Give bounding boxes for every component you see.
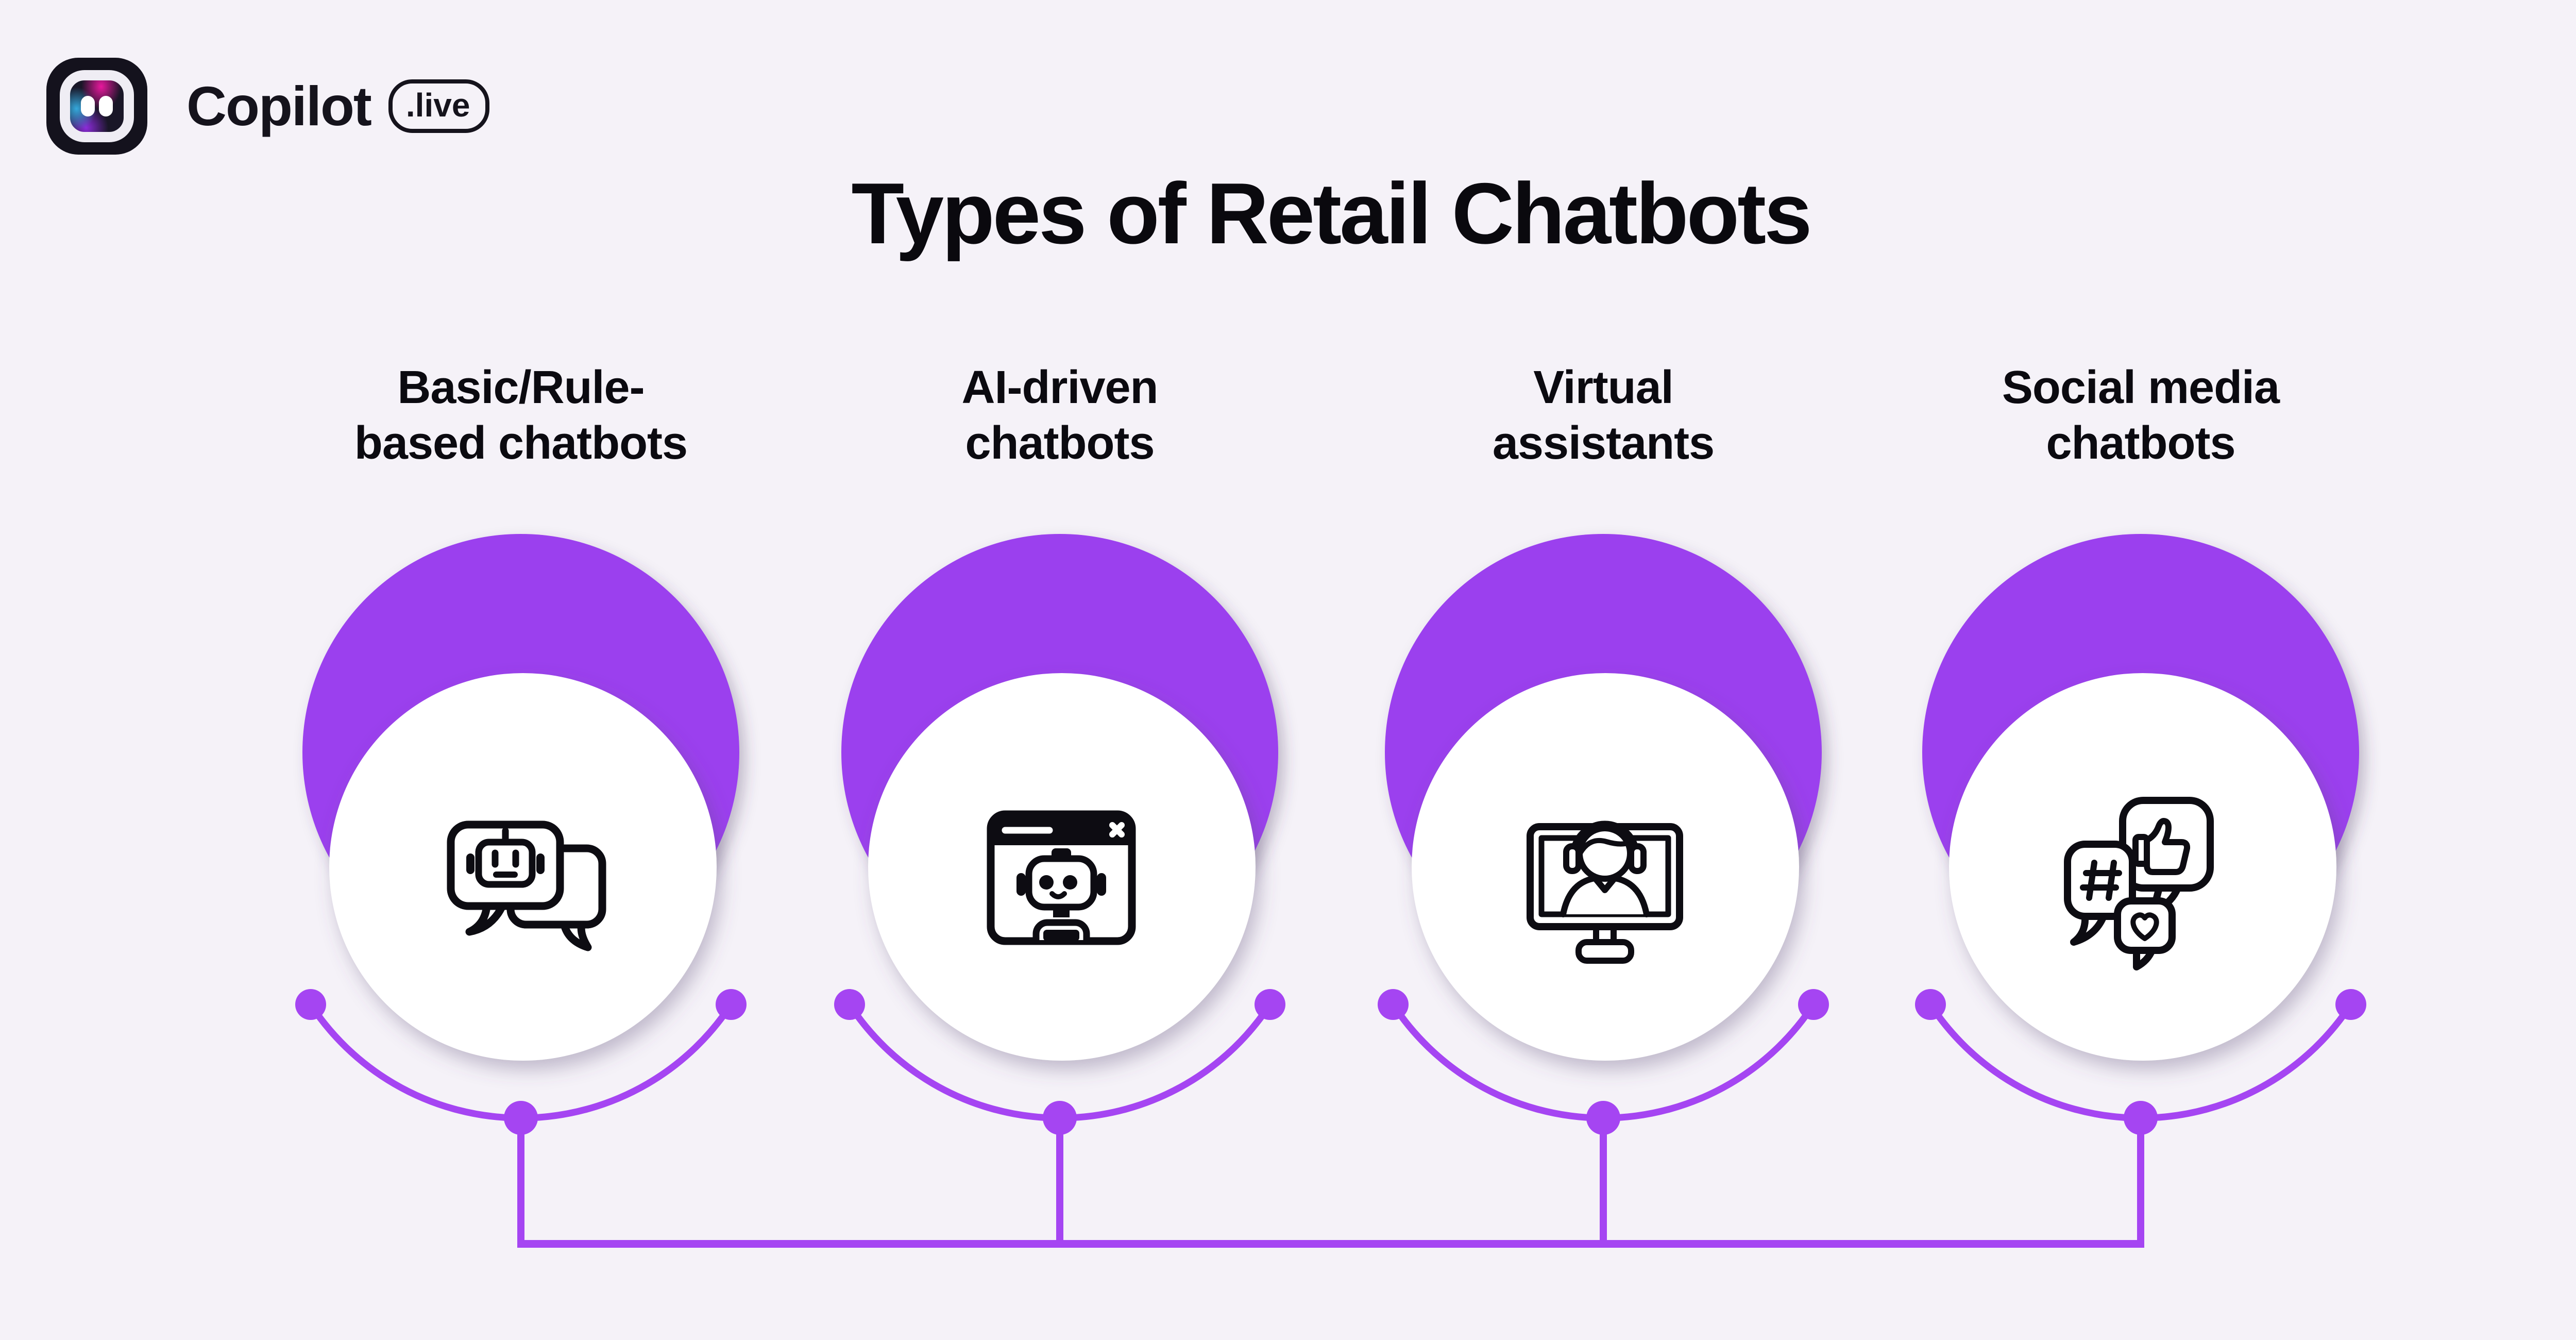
node-basic-rule-based xyxy=(295,534,747,1248)
live-domain-badge: .live xyxy=(388,79,490,133)
support-agent-monitor-icon xyxy=(1527,820,1683,964)
brand-name: Copilot xyxy=(187,75,372,137)
connector-dot-left xyxy=(834,989,865,1020)
page-title: Types of Retail Chatbots xyxy=(851,165,1812,262)
connector-dot-left xyxy=(295,989,326,1020)
connector-dot-right xyxy=(1798,989,1829,1020)
label-ai-driven: AI-driven chatbots xyxy=(961,362,1158,469)
connector-dot-right xyxy=(1255,989,1285,1020)
node-virtual-assistants xyxy=(1378,534,1829,1248)
label-basic-rule-based: Basic/Rule- based chatbots xyxy=(354,362,688,469)
connector-bus-line xyxy=(517,1240,2144,1248)
label-social-media: Social media chatbots xyxy=(2002,362,2280,469)
connector-dot-right xyxy=(716,989,747,1020)
social-media-reactions-icon xyxy=(2064,797,2214,970)
robot-chat-bubbles-icon xyxy=(447,820,606,951)
connector-dot-left xyxy=(1915,989,1946,1020)
logo-eye-left xyxy=(81,96,95,116)
copilot-logo-screen xyxy=(60,70,134,142)
connector-dot-center xyxy=(1586,1101,1620,1135)
node-ai-driven xyxy=(834,534,1285,1248)
connector-dot-center xyxy=(2124,1101,2158,1135)
copilot-logo-icon xyxy=(46,58,147,155)
connector-dot-right xyxy=(2335,989,2366,1020)
node-social-media xyxy=(1915,534,2366,1248)
connector-dot-center xyxy=(504,1101,538,1135)
connector-dot-left xyxy=(1378,989,1409,1020)
browser-robot-icon xyxy=(987,810,1136,945)
brand-header: Copilot .live xyxy=(46,58,490,155)
label-virtual-assistants: Virtual assistants xyxy=(1492,362,1715,469)
connector-dot-center xyxy=(1043,1101,1077,1135)
logo-eye-right xyxy=(99,96,113,116)
